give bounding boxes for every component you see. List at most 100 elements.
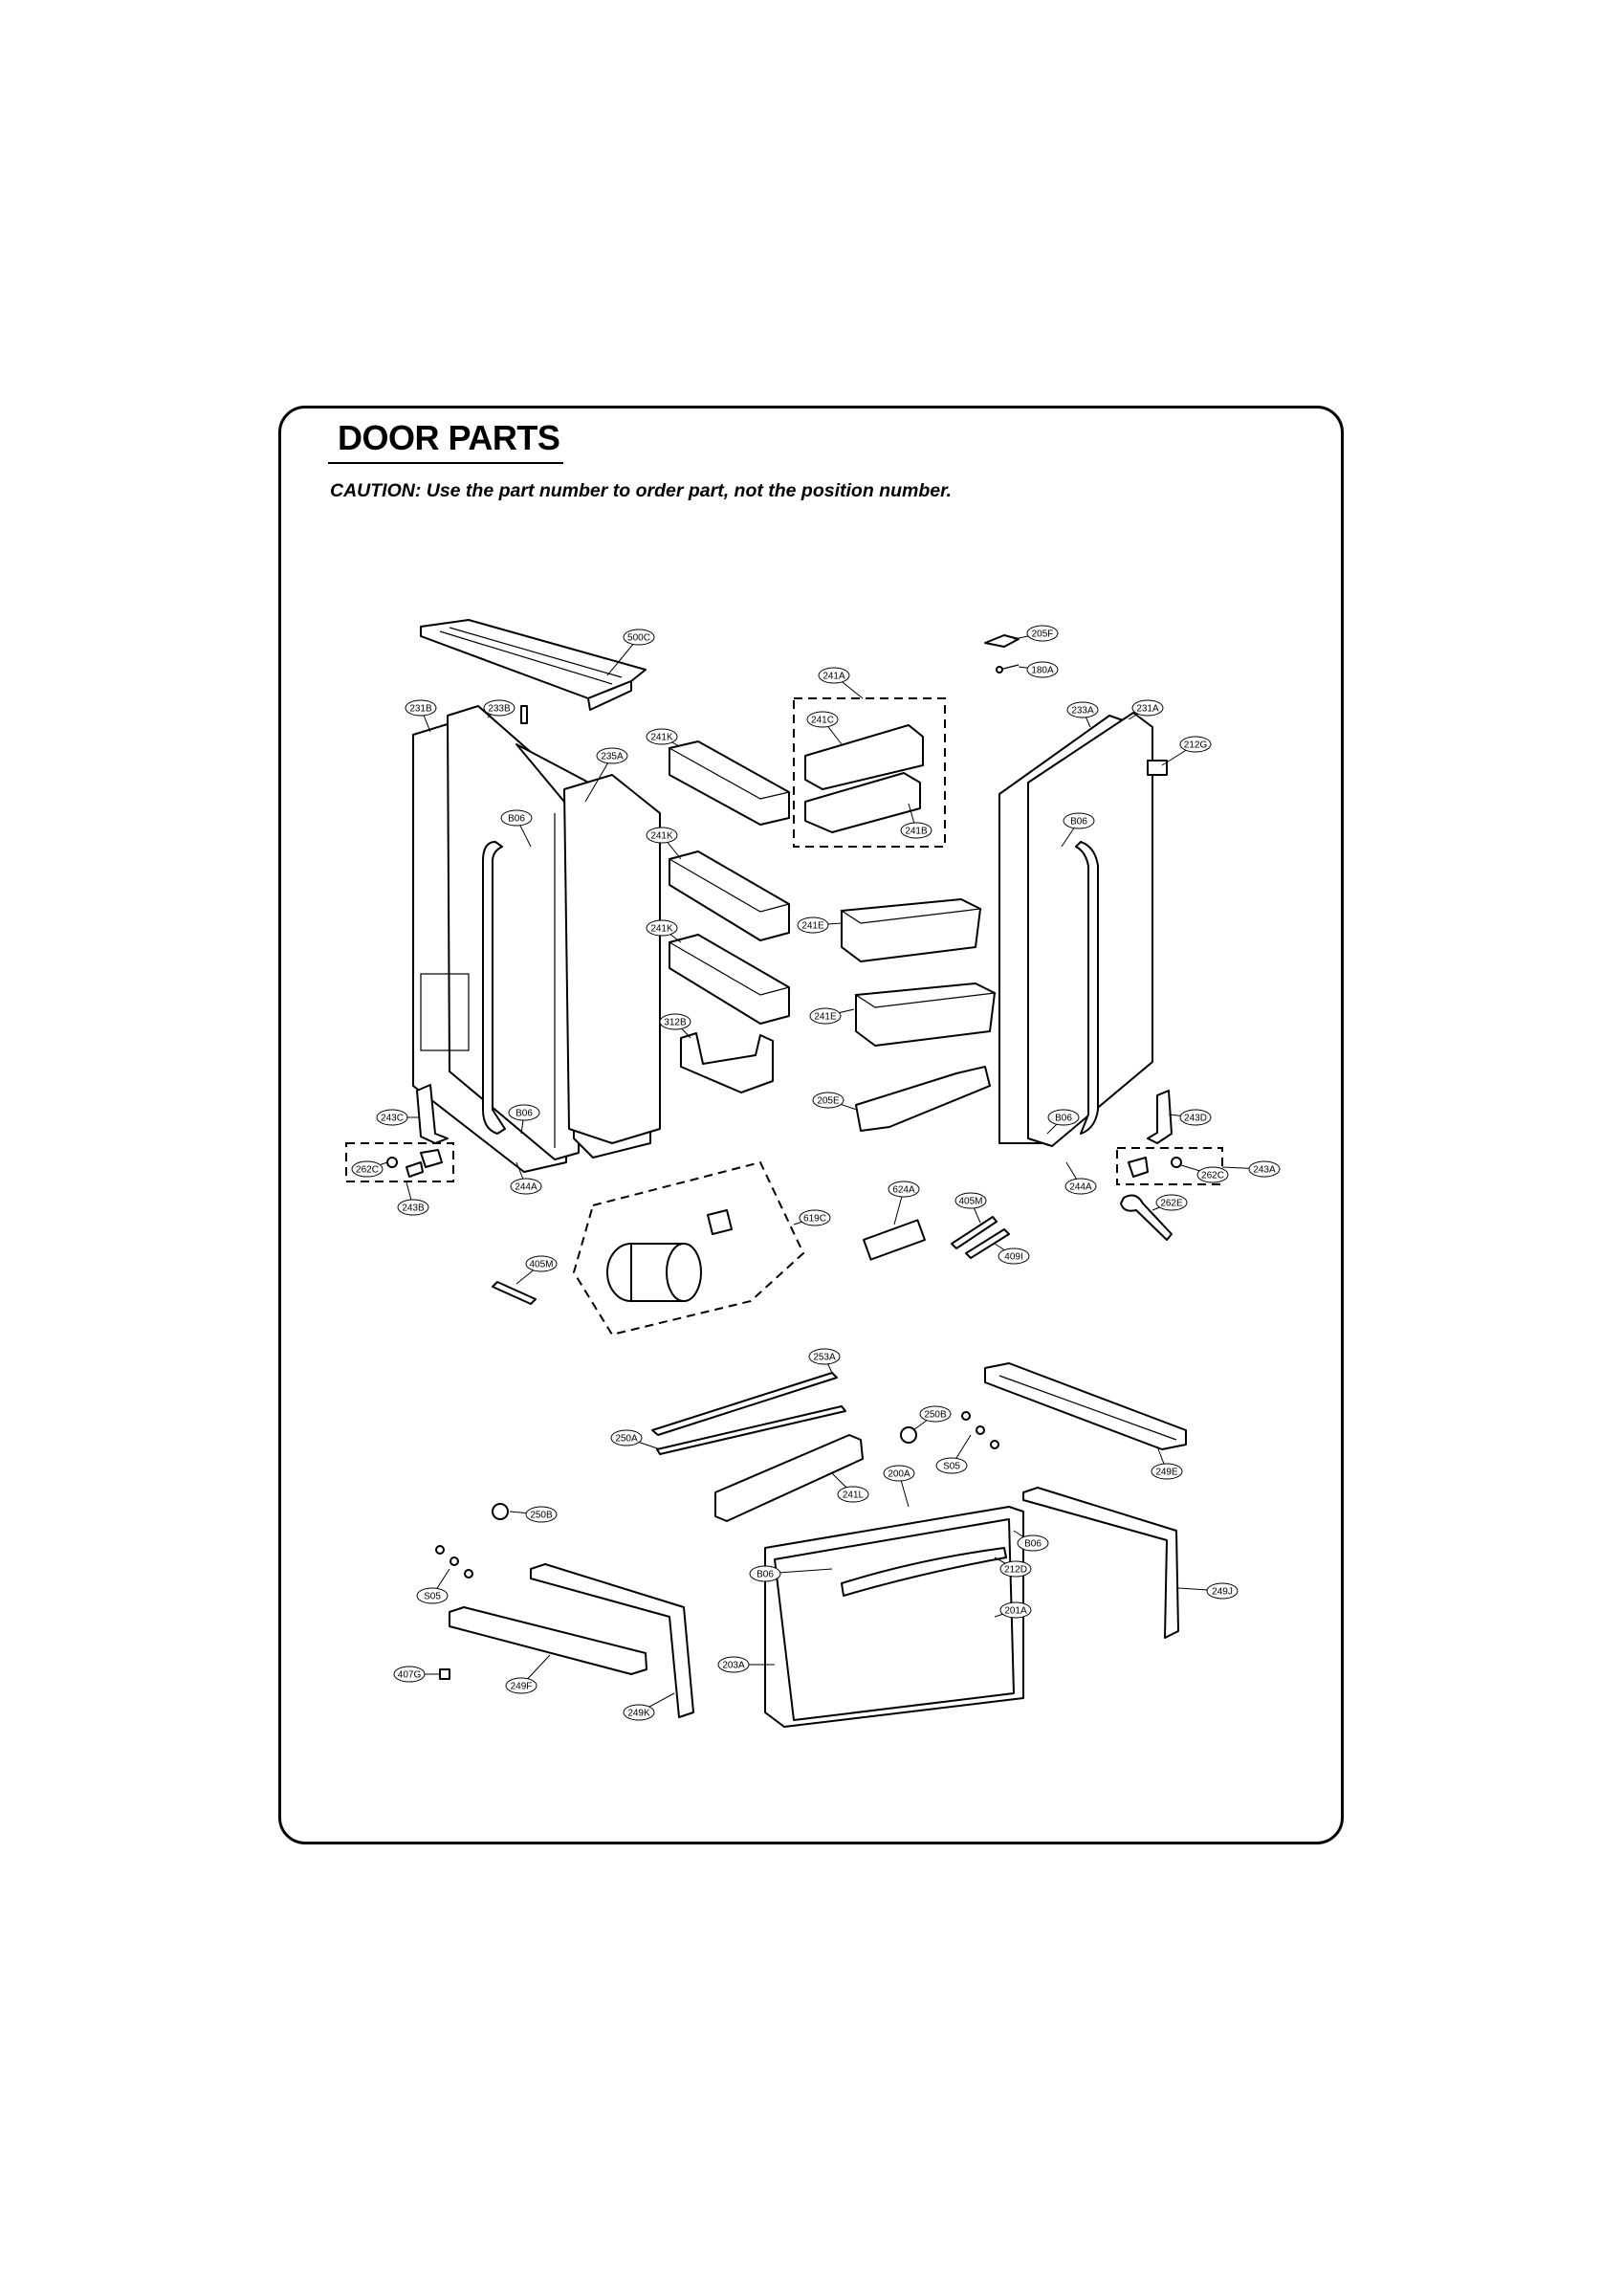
callout-bubble [809,1007,842,1025]
callout-bubble [610,1429,643,1446]
callout-250b: 250B [912,1405,952,1431]
callout-label: 233B [488,704,511,715]
callout-bubble [500,809,533,827]
callout-label: S05 [424,1592,441,1602]
callout-405m: 405M [954,1192,987,1224]
callout-243c: 243C [376,1109,419,1126]
callout-bubble [659,1013,691,1030]
callout-250b: 250B [509,1506,558,1523]
callout-619c: 619C [793,1209,831,1226]
callout-250a: 250A [610,1429,661,1450]
callout-bubble [1206,1582,1239,1600]
callout-241e: 241E [797,916,843,934]
trim-253a [651,1372,838,1436]
callout-label: 241L [843,1490,865,1501]
callout-bubble [812,1092,844,1109]
callout-bubble [505,1677,537,1694]
callout-bubble [646,919,678,937]
callout-249e: 249E [1151,1446,1183,1480]
part-407g [439,1668,450,1680]
callout-241k: 241K [646,919,682,943]
callout-label: 205F [1032,629,1054,640]
callout-label: 241C [811,716,834,726]
callout-b06: B06 [749,1565,833,1582]
callout-bubble [525,1255,558,1272]
callout-label: 241K [650,831,673,842]
callout-label: 262C [1201,1171,1224,1181]
callout-label: 250A [615,1434,638,1445]
rail-249j [1022,1487,1179,1639]
wrench-262e [1120,1194,1173,1241]
callout-label: 262C [356,1165,379,1176]
callout-label: 231A [1136,704,1159,715]
callout-label: 241E [801,921,824,932]
callout-233b: 233B [483,699,515,718]
callout-label: 212D [1004,1565,1027,1576]
callout-241k: 241K [646,827,682,860]
callout-label: B06 [1070,817,1087,828]
callout-label: 180A [1031,666,1054,676]
callout-262e: 262E [1151,1194,1188,1211]
callout-244a: 244A [1064,1161,1097,1195]
callout-624a: 624A [888,1181,920,1225]
callout-bubble [1248,1160,1281,1178]
callout-label: 500C [627,633,650,644]
callout-bubble [1017,1534,1049,1552]
callout-label: B06 [1024,1539,1042,1550]
callout-label: 201A [1004,1606,1027,1617]
callout-249k: 249K [623,1692,675,1721]
ice-maker-kit-619c [572,1160,805,1336]
callout-label: 212G [1184,740,1208,751]
callout-bubble [935,1457,968,1474]
callout-label: 233A [1071,706,1094,717]
callout-label: 619C [803,1214,826,1225]
callout-label: 407G [398,1670,422,1681]
callout-205e: 205E [812,1092,858,1111]
callout-label: 243D [1184,1114,1207,1124]
callout-233a: 233A [1066,701,1099,728]
callout-bubble [1155,1194,1188,1211]
trim-250a [656,1405,846,1455]
callout-bubble [510,1178,542,1195]
callout-205f: 205F [1013,625,1059,642]
callout-bubble [508,1104,540,1121]
callout-bubble [808,1348,841,1365]
page-frame [278,406,1344,1844]
callout-b06: B06 [1046,1109,1080,1135]
callout-241b: 241B [900,803,932,839]
callout-243a: 243A [1221,1160,1281,1178]
callout-249f: 249F [505,1654,551,1694]
callout-label: 250B [530,1511,553,1521]
callout-bubble [749,1565,781,1582]
callout-bubble [405,699,437,717]
callout-bubble [1064,1178,1097,1195]
callout-bubble [646,827,678,844]
callout-label: 231B [409,704,432,715]
callout-253a: 253A [808,1348,841,1374]
callout-label: 262E [1160,1199,1183,1209]
callout-312b: 312B [659,1013,691,1039]
callout-500c: 500C [606,629,655,676]
callout-243d: 243D [1168,1109,1212,1126]
bracket-312b [680,1032,774,1093]
callout-label: 241B [905,827,928,837]
callout-label: 624A [892,1185,915,1196]
callout-bubble [1066,701,1099,718]
callout-label: B06 [508,814,525,825]
callout-bubble [999,1560,1032,1578]
callout-label: 244A [515,1182,537,1193]
rail-249k [530,1563,694,1718]
door-bin-241k-top [668,740,791,826]
callout-bubble [1047,1109,1080,1126]
callout-label: 250B [924,1410,947,1421]
door-bin-241e-upper [840,898,983,962]
callout-label: B06 [515,1109,533,1119]
callout-bubble [888,1181,920,1198]
callout-243b: 243B [397,1181,429,1216]
callout-bubble [998,1247,1030,1265]
page-title: DOOR PARTS [338,418,560,457]
callout-label: 203A [722,1661,745,1671]
callout-label: 235A [601,752,624,762]
callout-241c: 241C [806,711,843,745]
